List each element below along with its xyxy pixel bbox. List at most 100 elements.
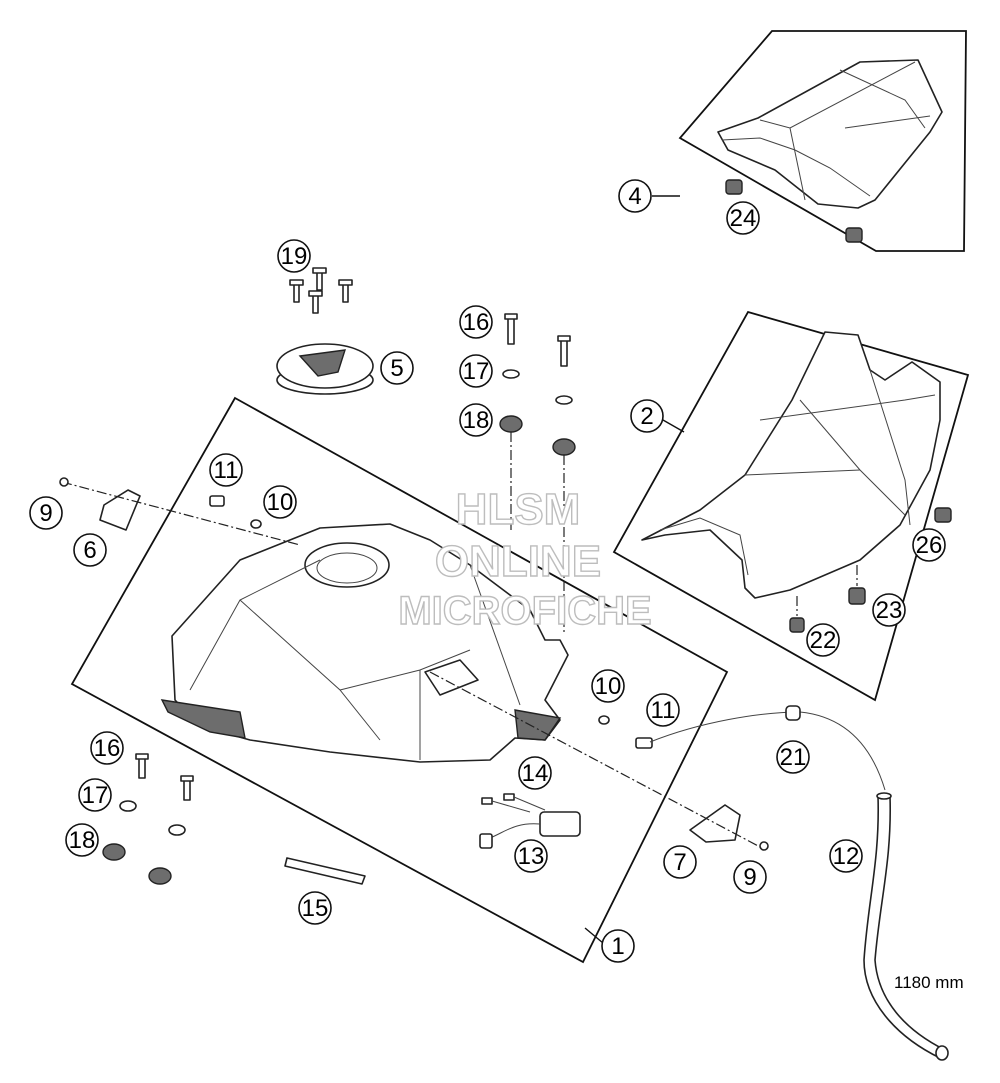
small-hardware [59, 477, 769, 851]
callout-circle [380, 351, 414, 385]
callout-circle [630, 399, 664, 433]
callout-circle [29, 496, 63, 530]
tank-group-frame [70, 396, 729, 964]
callout-number: 16 [463, 309, 490, 336]
callout-circle [776, 740, 810, 774]
callout-circle [726, 201, 760, 235]
callout-c14: 14 [518, 756, 552, 790]
callout-c16a: 16 [459, 305, 493, 339]
callout-c5: 5 [380, 351, 414, 385]
callout-number: 17 [82, 782, 109, 809]
callout-labels: 1245679910101111121314151616171718181921… [29, 179, 946, 963]
callout-c11a: 11 [209, 453, 243, 487]
callout-c1: 1 [601, 929, 635, 963]
callout-circle [263, 485, 297, 519]
callout-c19: 19 [277, 239, 311, 273]
callout-number: 15 [302, 895, 329, 922]
callout-number: 12 [833, 843, 860, 870]
callout-c23: 23 [872, 593, 906, 627]
callout-circle [298, 891, 332, 925]
callout-number: 13 [518, 843, 545, 870]
callout-circle [78, 778, 112, 812]
callout-number: 18 [463, 407, 490, 434]
callout-c13: 13 [514, 839, 548, 873]
watermark-line-3: MICROFICHE [398, 589, 651, 633]
callout-circle [459, 305, 493, 339]
hose-length-label: 1180 mm [894, 973, 964, 992]
callout-circle [829, 839, 863, 873]
callout-number: 10 [595, 673, 622, 700]
callout-number: 1 [611, 933, 624, 960]
callout-c17b: 17 [78, 778, 112, 812]
callout-circle [209, 453, 243, 487]
callout-c17a: 17 [459, 354, 493, 388]
callout-circle [663, 845, 697, 879]
callout-circle [601, 929, 635, 963]
callout-circle [73, 533, 107, 567]
callout-number: 22 [810, 627, 837, 654]
callout-circle [277, 239, 311, 273]
callout-number: 4 [628, 183, 641, 210]
axis-line-right [429, 671, 763, 849]
center-mounting-hardware [499, 313, 576, 635]
fuel-tank [160, 523, 569, 763]
callout-c24: 24 [726, 201, 760, 235]
leader-2 [662, 419, 685, 433]
callout-circle [618, 179, 652, 213]
callout-c2: 2 [630, 399, 664, 433]
seat-fastening-parts [789, 507, 952, 633]
lower-mounting-hardware [102, 753, 194, 885]
callout-number: 9 [39, 500, 52, 527]
callout-c16b: 16 [90, 731, 124, 765]
watermark-line-2: ONLINE [435, 537, 601, 586]
callout-number: 11 [214, 457, 239, 484]
callout-c12: 12 [829, 839, 863, 873]
callout-circle [733, 860, 767, 894]
rider-seat [641, 331, 941, 599]
callout-number: 10 [267, 489, 294, 516]
callout-circle [90, 731, 124, 765]
callout-c9a: 9 [29, 496, 63, 530]
callout-number: 24 [730, 205, 757, 232]
callout-circle [459, 403, 493, 437]
callout-number: 16 [94, 735, 121, 762]
callout-number: 9 [743, 864, 756, 891]
callout-c26: 26 [912, 528, 946, 562]
callout-circle [872, 593, 906, 627]
callout-number: 6 [83, 537, 96, 564]
callout-number: 2 [640, 403, 653, 430]
callout-number: 14 [522, 760, 549, 787]
leader-1 [584, 927, 604, 944]
seat-rubber-buffer [725, 179, 863, 243]
callout-circle [591, 669, 625, 703]
fuel-level-sensor [479, 793, 581, 849]
callout-c18b: 18 [65, 823, 99, 857]
callout-circle [459, 354, 493, 388]
tank-side-cover-left [99, 489, 141, 531]
callout-c7: 7 [663, 845, 697, 879]
tank-cap [276, 343, 374, 395]
tank-side-cover-right [689, 804, 741, 843]
hose-clamp [785, 705, 801, 721]
callout-c22: 22 [806, 623, 840, 657]
callout-c9b: 9 [733, 860, 767, 894]
callout-number: 5 [390, 355, 403, 382]
callout-circle [646, 693, 680, 727]
callout-circle [514, 839, 548, 873]
rider-seat-group-frame [612, 310, 970, 702]
callout-c15: 15 [298, 891, 332, 925]
callout-circle [912, 528, 946, 562]
callout-circle [518, 756, 552, 790]
callout-c11b: 11 [646, 693, 680, 727]
callout-number: 7 [673, 849, 686, 876]
callout-c6: 6 [73, 533, 107, 567]
callout-circle [806, 623, 840, 657]
callout-number: 26 [916, 532, 943, 559]
watermark-line-1: HLSM [456, 485, 581, 534]
callout-c10b: 10 [591, 669, 625, 703]
tank-bracket [284, 857, 366, 885]
callout-c4: 4 [618, 179, 652, 213]
callout-number: 11 [651, 697, 676, 724]
callout-c21: 21 [776, 740, 810, 774]
